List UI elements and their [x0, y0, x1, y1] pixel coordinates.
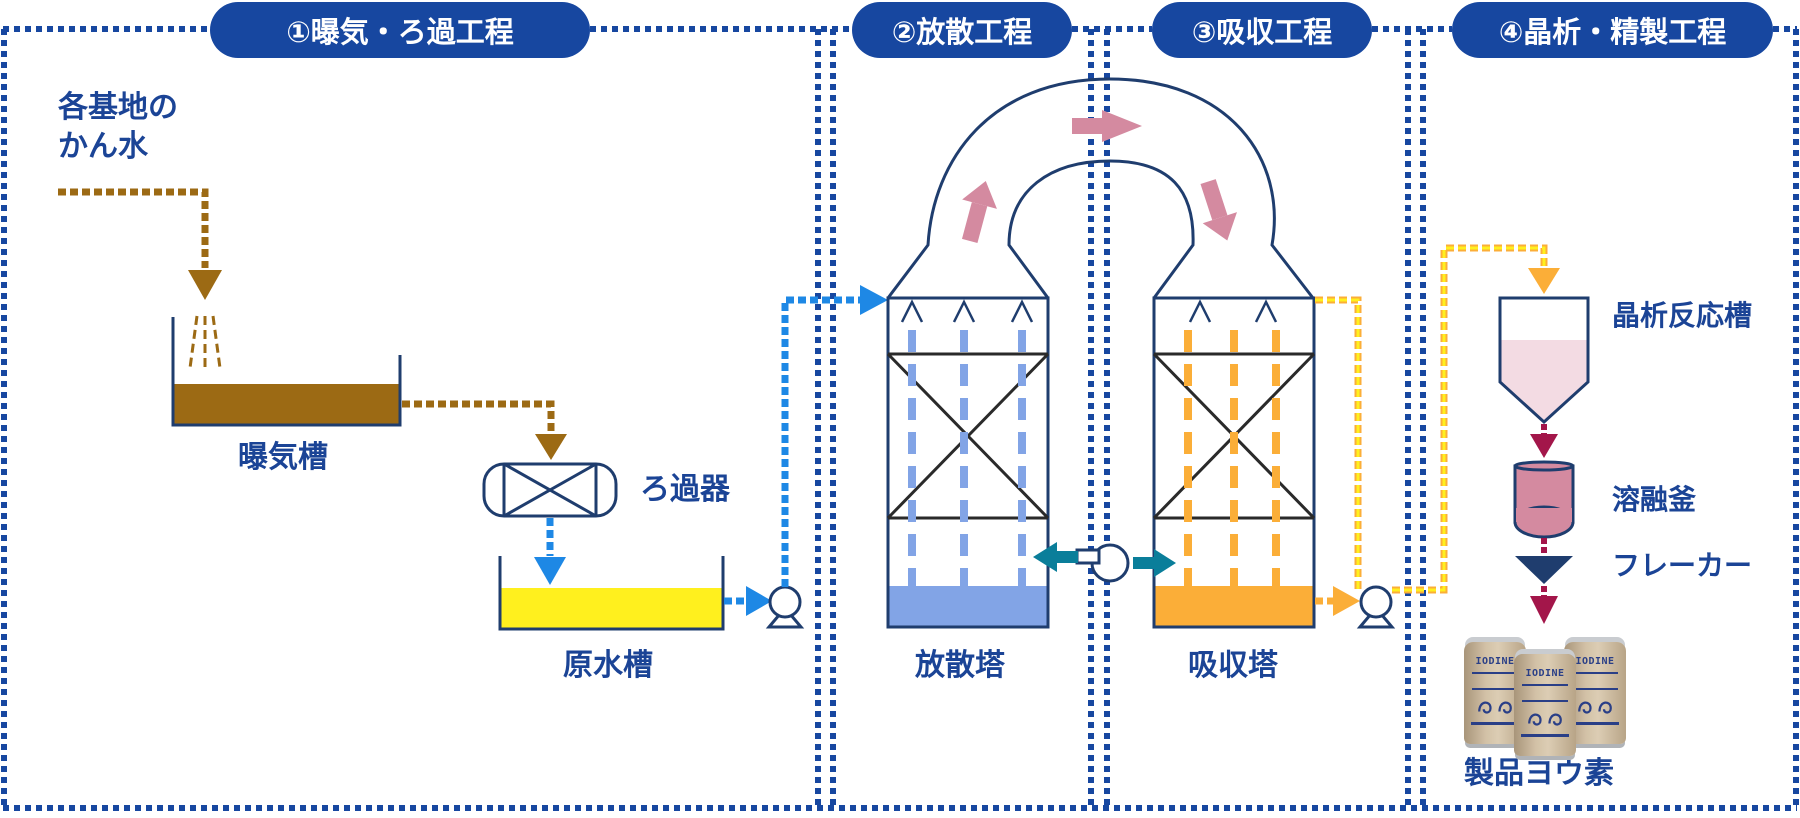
aeration-tank-fill — [173, 384, 400, 424]
pump1-to-tower-line — [781, 296, 862, 587]
stage-1-pill: ①曝気・ろ過工程 — [210, 2, 590, 58]
melting-pot — [1513, 460, 1575, 539]
drum-text-left: IODINE — [1475, 656, 1515, 667]
tower1-arrow-head — [860, 285, 888, 315]
drum-logo-icon — [1570, 698, 1620, 716]
spray-lines — [188, 315, 222, 369]
absorber-top-line-hl — [1315, 298, 1360, 592]
pump2-to-crystallizer-line-hl — [1392, 246, 1546, 592]
pump2-arrow-head — [1333, 586, 1360, 616]
stripping-tower-label: 放散塔 — [915, 648, 1005, 683]
filter-label: ろ過器 — [640, 472, 730, 507]
product-drum-center: IODINE — [1514, 654, 1576, 756]
stripping-liquid-lines — [908, 330, 1026, 586]
product-label: 製品ヨウ素 — [1464, 756, 1614, 791]
drum-text-right: IODINE — [1575, 656, 1615, 667]
stripping-tower-body — [886, 296, 1050, 629]
absorption-tower-label: 吸収塔 — [1188, 648, 1278, 683]
circulation-pump — [1033, 542, 1176, 583]
aeration-tank-outline — [171, 317, 402, 427]
product-arrow-head — [1530, 596, 1558, 624]
tank-arrow-head — [534, 557, 566, 585]
drum-stripe — [1572, 672, 1618, 690]
crystallizer-fill — [1500, 340, 1588, 420]
pump1-arrow-head — [746, 586, 772, 616]
absorption-spray-nozzles — [1188, 299, 1278, 323]
stage-2-pill: ②放散工程 — [852, 2, 1072, 58]
raw-water-tank-label: 原水槽 — [563, 648, 653, 683]
crystallizer-arrow-head — [1528, 268, 1560, 294]
gas-arrow-up — [961, 181, 997, 243]
pump-1 — [765, 585, 805, 629]
brine-arrow-head — [188, 270, 222, 300]
pump-2 — [1356, 585, 1396, 629]
stripping-spray-nozzles — [900, 299, 1034, 323]
aeration-to-filter-line — [402, 400, 555, 434]
pot-arrow-head — [1530, 434, 1558, 458]
brine-line — [58, 188, 209, 268]
raw-water-fill — [500, 588, 722, 628]
absorption-tower-body — [1152, 296, 1316, 629]
gas-flow-arrows — [961, 110, 1237, 243]
gas-arrow-right — [1072, 110, 1142, 142]
stage-3-pill: ③吸収工程 — [1152, 2, 1372, 58]
circ-arrow-out — [1033, 542, 1057, 572]
arch-duct — [886, 77, 1315, 299]
crystallizer-outline — [1498, 296, 1590, 425]
stage-4-pill: ④晶析・精製工程 — [1452, 2, 1773, 58]
absorber-top-line — [1315, 296, 1362, 592]
section-borders — [1, 26, 1799, 811]
crystallization-tank-label: 晶析反応槽 — [1612, 299, 1753, 332]
melting-pot-label: 溶融釜 — [1612, 483, 1697, 516]
drum-logo-icon — [1520, 710, 1570, 728]
raw-water-tank-outline — [498, 556, 725, 631]
filter-vessel — [482, 462, 618, 518]
absorption-liquid-lines — [1184, 330, 1280, 586]
drum-stripe — [1472, 672, 1518, 690]
source-label: 各基地の かん水 — [58, 90, 178, 164]
aeration-tank-label: 曝気槽 — [238, 440, 328, 475]
flaker-label: フレーカー — [1612, 549, 1753, 582]
drum-text-center: IODINE — [1525, 668, 1565, 679]
circ-arrow-in — [1154, 549, 1176, 577]
drum-band — [1521, 734, 1569, 737]
drum-logo-icon — [1470, 698, 1520, 716]
flaker-triangle — [1515, 556, 1573, 584]
drum-stripe — [1522, 684, 1568, 702]
stripping-tower-fill — [888, 586, 1048, 626]
gas-arrow-down — [1200, 179, 1237, 241]
drum-band — [1571, 722, 1619, 725]
absorption-tower-fill — [1154, 586, 1314, 626]
filter-arrow-head — [535, 434, 567, 460]
drum-band — [1471, 722, 1519, 725]
